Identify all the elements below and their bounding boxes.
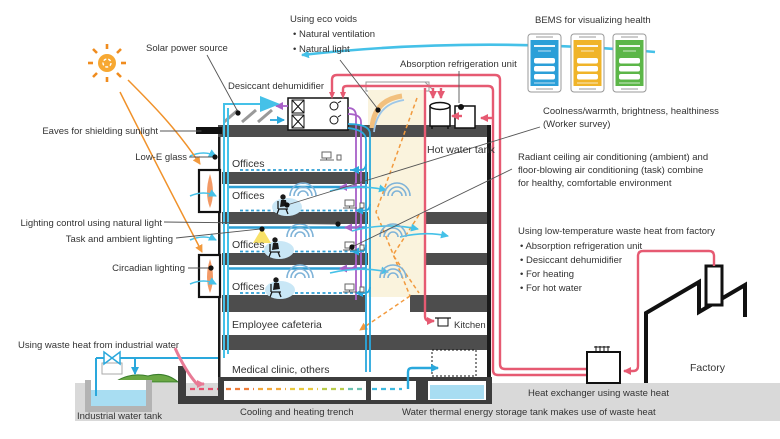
eave: [196, 127, 222, 134]
label-low-temp-b1: • Absorption refrigeration unit: [520, 241, 643, 252]
bems-phone-blue: [527, 33, 562, 93]
thermal-storage-water: [430, 385, 484, 399]
label-offices-3: Offices: [232, 239, 264, 251]
label-low-temp-b3: • For heating: [520, 269, 574, 280]
label-coolness-2: (Worker survey): [543, 119, 610, 130]
bems-phone-yellow: [570, 33, 605, 93]
solar-panels-icon: [223, 108, 273, 124]
label-eco-voids: Using eco voids: [290, 14, 357, 25]
label-kitchen: Kitchen: [454, 320, 486, 331]
bems-phone-green: [612, 33, 647, 93]
trench: [178, 366, 492, 404]
label-medical: Medical clinic, others: [232, 364, 329, 376]
label-low-temp-b4: • For hot water: [520, 283, 582, 294]
factory-heat-pipe: [623, 249, 716, 375]
task-light-icon: [253, 228, 271, 243]
label-industrial-tank: Industrial water tank: [77, 411, 162, 422]
label-eco-voids-b1: • Natural ventilation: [293, 29, 375, 40]
valve-icon: [101, 350, 123, 375]
label-solar-power: Solar power source: [146, 43, 228, 54]
sun-icon: [88, 44, 126, 82]
window-circadian: [197, 253, 222, 299]
heat-exchanger-icon: [586, 346, 621, 384]
label-factory: Factory: [690, 362, 726, 374]
label-offices-1: Offices: [232, 158, 264, 170]
label-coolness-1: Coolness/warmth, brightness, healthiness: [543, 106, 719, 117]
label-low-temp: Using low-temperature waste heat from fa…: [518, 226, 715, 237]
factory-icon: [644, 264, 747, 383]
label-offices-4: Offices: [232, 281, 264, 293]
label-cooling-trench: Cooling and heating trench: [240, 407, 354, 418]
label-offices-2: Offices: [232, 190, 264, 202]
kitchen-pot-icon: [435, 317, 451, 327]
label-water-thermal: Water thermal energy storage tank makes …: [402, 407, 656, 418]
hot-water-tank-icon: [429, 101, 451, 129]
air-intake-arrow: [260, 96, 280, 112]
label-radiant-1: Radiant ceiling air conditioning (ambien…: [518, 152, 708, 163]
label-low-temp-b2: • Desiccant dehumidifier: [520, 255, 622, 266]
trench-to-storage-arrow: [406, 364, 439, 389]
label-eco-voids-b2: • Natural light: [293, 44, 350, 55]
label-task-ambient: Task and ambient lighting: [66, 234, 173, 245]
purple-pipes: [275, 102, 362, 300]
label-radiant-2: floor-blowing air conditioning (task) co…: [518, 165, 703, 176]
label-lighting-control: Lighting control using natural light: [20, 218, 162, 229]
diagram-labels: Solar power source Using eco voids • Nat…: [18, 14, 726, 422]
sunlight-rays: [119, 79, 203, 253]
leader-dots: [201, 107, 381, 271]
label-eaves: Eaves for shielding sunlight: [42, 126, 158, 137]
outside-air-duct: [223, 103, 260, 358]
window-low-e: [197, 168, 222, 214]
leader-lines: [160, 54, 541, 269]
label-low-e: Low-E glass: [135, 152, 187, 163]
hot-water-pipes: [330, 73, 587, 377]
bems-phones: [527, 33, 647, 93]
label-absorption: Absorption refrigeration unit: [400, 59, 517, 70]
label-waste-industrial: Using waste heat from industrial water: [18, 340, 179, 351]
label-bems: BEMS for visualizing health: [535, 15, 651, 26]
office-icons: [253, 151, 411, 300]
cold-water-pipes: [270, 116, 371, 372]
label-hot-water-tank: Hot water tank: [427, 144, 495, 156]
label-cafeteria: Employee cafeteria: [232, 319, 322, 331]
desiccant-dehumidifier-unit: [287, 97, 349, 131]
waste-heat-inflow-arrow: [173, 347, 205, 388]
label-circadian: Circadian lighting: [112, 263, 185, 274]
label-radiant-3: for healthy, comfortable environment: [518, 178, 672, 189]
label-desiccant: Desiccant dehumidifier: [228, 81, 324, 92]
storage-connection-box: [431, 349, 477, 377]
label-heat-exchanger: Heat exchanger using waste heat: [528, 388, 669, 399]
